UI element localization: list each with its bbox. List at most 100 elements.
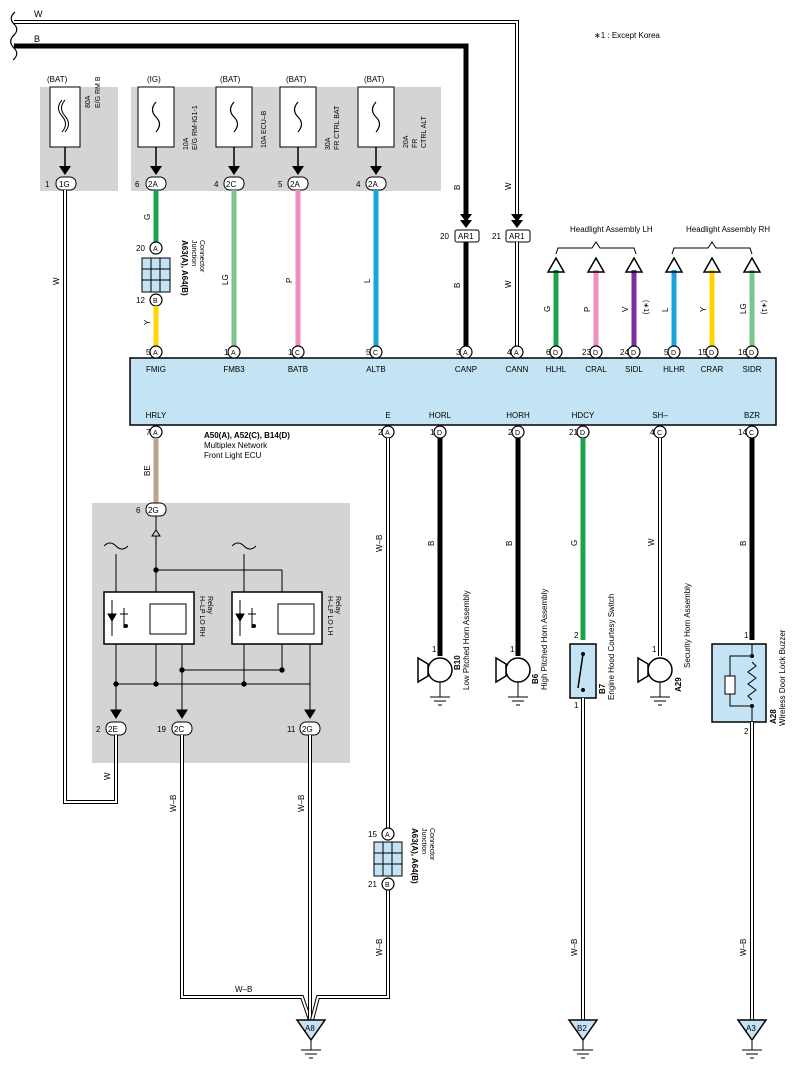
svg-text:Junction: Junction	[190, 240, 197, 266]
svg-text:(∗1): (∗1)	[642, 300, 649, 314]
svg-text:6: 6	[546, 348, 551, 357]
svg-text:D: D	[437, 430, 442, 437]
svg-text:CANN: CANN	[506, 365, 529, 374]
svg-text:3: 3	[456, 348, 461, 357]
svg-text:2: 2	[508, 428, 513, 437]
ar1-connector-canp: AR1 20	[440, 214, 480, 243]
svg-text:80A: 80A	[85, 95, 92, 108]
svg-text:6: 6	[136, 506, 141, 515]
svg-text:Connector: Connector	[428, 828, 435, 861]
svg-text:21: 21	[492, 232, 501, 241]
svg-text:1: 1	[224, 348, 229, 357]
junction-connector-bottom: A 15 B 21 A63(A), A64(B) Junction Connec…	[368, 827, 435, 891]
ecu-sub-2: Front Light ECU	[204, 451, 262, 460]
svg-text:A63(A), A64(B): A63(A), A64(B)	[180, 240, 189, 296]
svg-text:Wireless Door Lock Buzzer: Wireless Door Lock Buzzer	[778, 629, 787, 726]
headlight-rh-bracket: Headlight Assembly RH	[671, 225, 770, 255]
svg-text:1: 1	[510, 645, 515, 654]
svg-text:G: G	[570, 540, 579, 546]
security-horn: 1 A29 Security Horn Assembly	[637, 583, 692, 706]
svg-text:FR: FR	[412, 139, 419, 148]
svg-text:AR1: AR1	[458, 232, 474, 241]
svg-text:Headlight Assembly RH: Headlight Assembly RH	[686, 225, 770, 234]
fuse-80a-eg-rm-b: (BAT) 80A E/G RM B 1G 1	[45, 75, 102, 191]
svg-text:7: 7	[146, 428, 151, 437]
svg-text:4: 4	[507, 348, 512, 357]
svg-text:B: B	[453, 283, 462, 288]
svg-text:1: 1	[574, 701, 579, 710]
svg-text:12: 12	[136, 296, 145, 305]
svg-text:W–B: W–B	[570, 939, 579, 956]
sidl-output: V (∗1)	[621, 256, 649, 346]
svg-text:Connector: Connector	[198, 240, 205, 273]
svg-text:15: 15	[368, 830, 377, 839]
svg-text:2: 2	[744, 727, 749, 736]
svg-text:E/G RM B: E/G RM B	[95, 76, 102, 108]
svg-text:21: 21	[368, 880, 377, 889]
svg-text:B: B	[427, 541, 436, 546]
hlhl-output: G	[543, 256, 566, 346]
svg-text:CRAL: CRAL	[585, 365, 607, 374]
svg-text:D: D	[631, 350, 636, 357]
svg-text:B7: B7	[598, 683, 607, 694]
svg-text:21: 21	[569, 428, 578, 437]
svg-text:L: L	[661, 307, 670, 312]
relay-rh-label-2: Relay	[206, 596, 213, 614]
svg-text:A63(A), A64(B): A63(A), A64(B)	[410, 828, 419, 884]
svg-text:B2: B2	[577, 1024, 587, 1033]
svg-text:15: 15	[698, 348, 707, 357]
svg-text:A8: A8	[305, 1024, 315, 1033]
svg-text:2A: 2A	[290, 180, 300, 189]
svg-text:CANP: CANP	[455, 365, 477, 374]
svg-text:4: 4	[356, 180, 361, 189]
svg-text:W: W	[647, 538, 656, 546]
svg-text:A29: A29	[674, 677, 683, 692]
svg-text:W–B: W–B	[169, 795, 178, 812]
svg-text:C: C	[295, 350, 300, 357]
svg-text:A: A	[231, 350, 236, 357]
svg-text:11: 11	[287, 725, 296, 734]
svg-text:1G: 1G	[59, 180, 70, 189]
svg-text:HLHL: HLHL	[546, 365, 567, 374]
svg-text:ALTB: ALTB	[366, 365, 385, 374]
sidr-output: LG (∗1)	[739, 256, 767, 346]
ecu-sub-1: Multiplex Network	[204, 441, 268, 450]
svg-text:5: 5	[366, 348, 371, 357]
svg-text:14: 14	[738, 428, 747, 437]
svg-text:2: 2	[378, 428, 383, 437]
svg-text:Engine Hood Courtesy Switch: Engine Hood Courtesy Switch	[607, 594, 616, 700]
ar1-connector-cann: AR1 21	[492, 214, 531, 243]
svg-text:Headlight Assembly LH: Headlight Assembly LH	[570, 225, 653, 234]
svg-text:A3: A3	[746, 1024, 756, 1033]
svg-text:(BAT): (BAT)	[364, 75, 385, 84]
svg-text:LG: LG	[739, 303, 748, 314]
svg-text:1: 1	[432, 645, 437, 654]
svg-text:2: 2	[574, 631, 579, 640]
svg-text:A28: A28	[769, 709, 778, 724]
svg-text:High Pitched Horn Assembly: High Pitched Horn Assembly	[540, 589, 549, 690]
svg-text:Low Pitched Horn Assembly: Low Pitched Horn Assembly	[462, 590, 471, 690]
svg-text:W: W	[504, 280, 513, 288]
svg-text:W–B: W–B	[375, 939, 384, 956]
svg-text:B: B	[453, 185, 462, 190]
ground-a8: A8	[295, 1019, 327, 1059]
svg-text:C: C	[657, 430, 662, 437]
wire-w-left-label: W	[52, 277, 61, 285]
fuse-20a-fr-ctrl-alt: (BAT) 20A FR CTRL ALT 2A 4	[356, 75, 428, 191]
relay-lh-label-2: Relay	[334, 596, 341, 614]
fuse-30a-fr-ctrl-bat: (BAT) 30A FR CTRL BAT 2A 5	[278, 75, 341, 191]
ecu-label: A50(A), A52(C), B14(D)	[204, 431, 290, 440]
high-pitched-horn: 1 B6 High Pitched Horn Assembly	[495, 589, 549, 706]
svg-text:(BAT): (BAT)	[47, 75, 68, 84]
headlight-lh-bracket: Headlight Assembly LH	[555, 225, 653, 255]
